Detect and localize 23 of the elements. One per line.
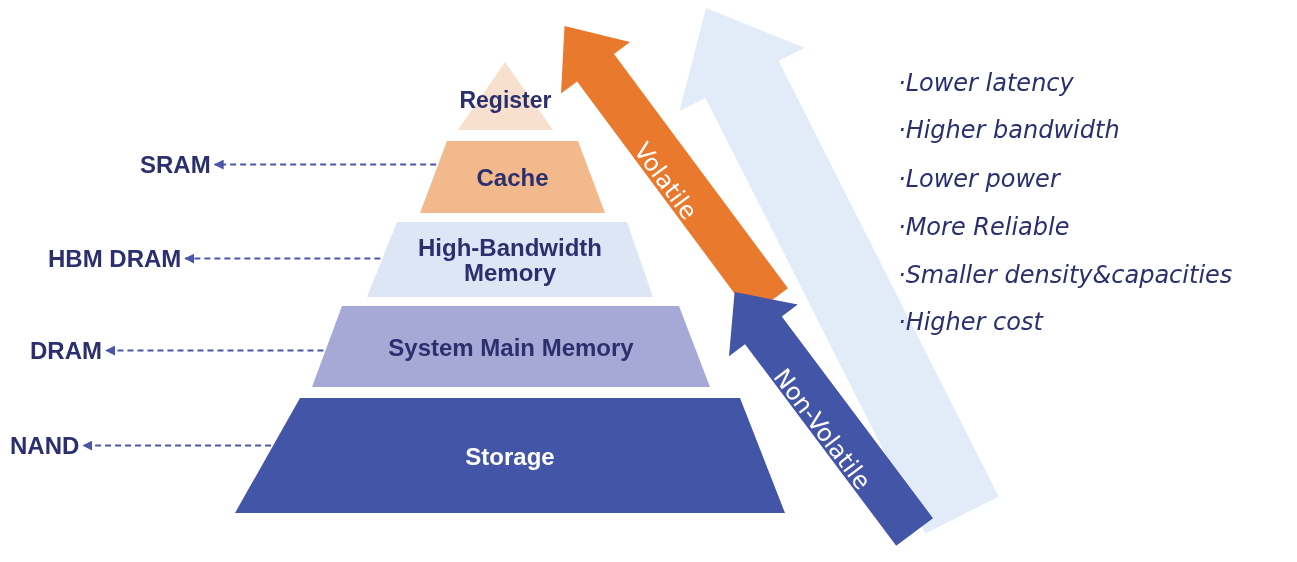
property-text: ·Lower latency	[898, 69, 1074, 97]
memory-type-label: SRAM	[140, 152, 211, 178]
layer-label: Cache	[476, 165, 549, 191]
property-text: ·More Reliable	[898, 213, 1070, 241]
pyramid-layer	[420, 141, 605, 213]
dashed-arrow	[82, 440, 273, 451]
property-text: ·Smaller density&capacities	[898, 261, 1233, 289]
pyramid-layer	[367, 222, 653, 297]
dashed-arrow	[213, 159, 438, 170]
layer-label: High-Bandwidth Memory	[417, 234, 603, 286]
property-text: ·Higher cost	[898, 308, 1043, 336]
property-text: ·Higher bandwidth	[898, 116, 1120, 144]
memory-type-label: HBM DRAM	[48, 246, 182, 272]
layer-label: Storage	[465, 444, 555, 470]
layer-label: System Main Memory	[388, 335, 634, 361]
memory-type-label: NAND	[10, 433, 80, 459]
pyramid-layer	[312, 306, 710, 387]
dashed-arrow	[105, 345, 325, 356]
property-text: ·Lower power	[898, 165, 1060, 193]
memory-type-label: DRAM	[30, 338, 102, 364]
dashed-arrow	[184, 253, 382, 264]
layer-label: Register	[459, 87, 552, 113]
pyramid-layer	[458, 62, 553, 130]
